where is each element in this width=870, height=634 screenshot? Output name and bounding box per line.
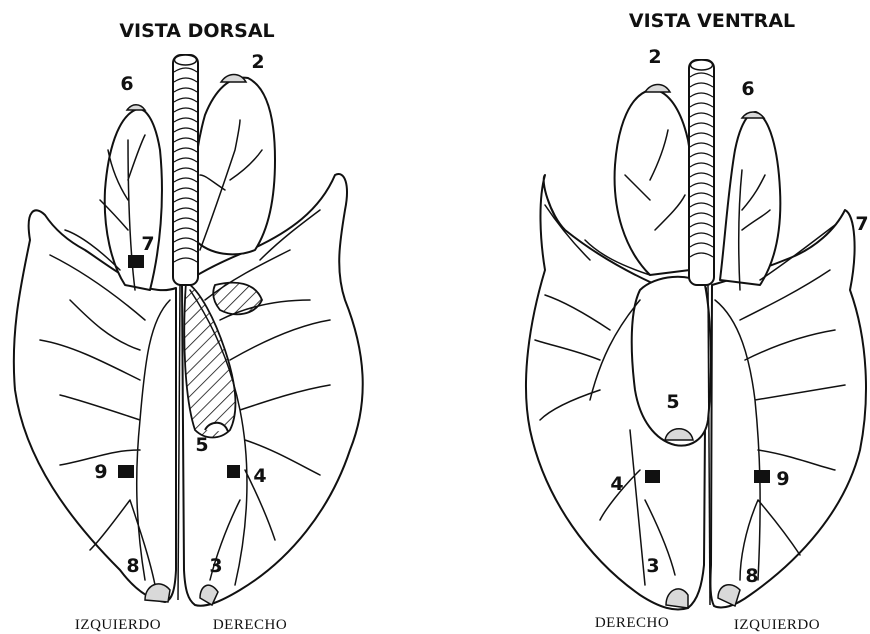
dorsal-label-6: 6 <box>120 73 133 95</box>
dorsal-label-2: 2 <box>251 51 264 73</box>
dorsal-marker-4 <box>227 465 240 478</box>
dorsal-label-8: 8 <box>126 555 139 577</box>
dorsal-label-9: 9 <box>94 461 107 483</box>
ventral-title: VISTA VENTRAL <box>629 10 795 32</box>
dorsal-marker-7 <box>128 255 144 268</box>
ventral-right-cranial-lobe <box>615 90 694 275</box>
dorsal-midline <box>178 285 180 600</box>
dorsal-marker-9 <box>118 465 134 478</box>
dorsal-label-7: 7 <box>141 233 154 255</box>
ventral-label-7: 7 <box>855 213 868 235</box>
dorsal-tip-2 <box>221 75 246 83</box>
dorsal-label-3: 3 <box>209 555 222 577</box>
dorsal-view: VISTA DORSAL 2 6 <box>14 20 363 633</box>
dorsal-right-cranial-lobe <box>193 78 275 255</box>
dorsal-right-side-label: DERECHO <box>213 617 287 633</box>
ventral-marker-4 <box>645 470 660 483</box>
ventral-right-side-label: IZQUIERDO <box>734 617 820 633</box>
dorsal-left-side-label: IZQUIERDO <box>75 617 161 633</box>
ventral-marker-9 <box>754 470 770 483</box>
dorsal-tip-6 <box>127 105 145 110</box>
dorsal-title: VISTA DORSAL <box>119 20 274 42</box>
ventral-view: VISTA VENTRAL 2 6 7 5 <box>526 10 869 633</box>
ventral-left-cranial-lobe <box>720 112 780 285</box>
ventral-label-5: 5 <box>666 391 679 413</box>
ventral-label-2: 2 <box>648 46 661 68</box>
ventral-label-6: 6 <box>741 78 754 100</box>
ventral-tip-2 <box>645 85 670 93</box>
ventral-label-4: 4 <box>610 473 623 495</box>
ventral-tip-6 <box>742 112 764 118</box>
ventral-label-3: 3 <box>646 555 659 577</box>
ventral-label-9: 9 <box>776 468 789 490</box>
ventral-left-side-label: DERECHO <box>595 615 669 631</box>
dorsal-label-4: 4 <box>253 465 266 487</box>
ventral-label-8: 8 <box>745 565 758 587</box>
dorsal-label-5: 5 <box>195 434 208 456</box>
